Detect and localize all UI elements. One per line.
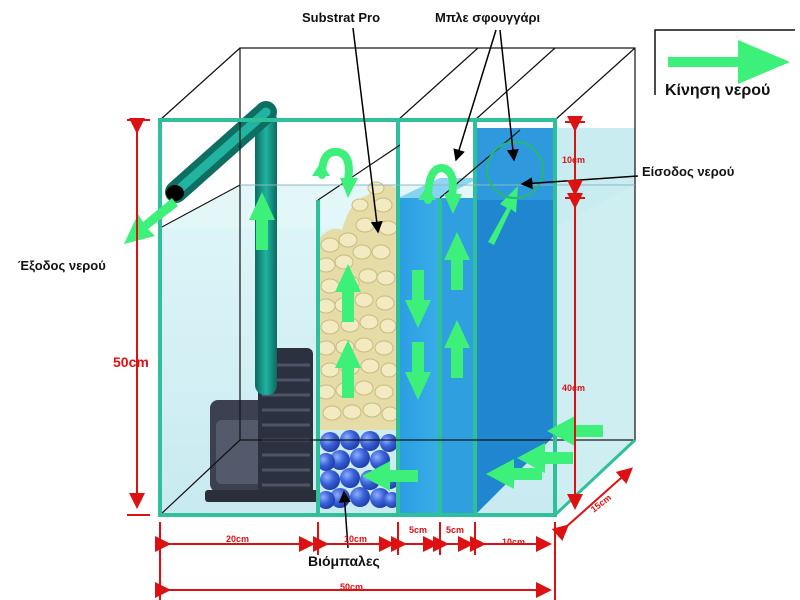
dim-height-top: 10cm [562, 155, 585, 165]
bioballs [317, 430, 400, 509]
legend-flow-arrow [668, 40, 790, 84]
dim-width-3: 5cm [409, 525, 427, 535]
outlet-pipe [165, 101, 277, 395]
overflow-arrow-heads [312, 162, 462, 214]
dimension-lines [127, 116, 633, 600]
label-bioballs: Βιόμπαλες [308, 553, 380, 569]
legend-flow-label: Κίνηση νερού [665, 82, 770, 99]
partition-tops [317, 47, 556, 201]
dim-width-1: 20cm [226, 534, 249, 544]
dim-width-5: 10cm [502, 537, 525, 547]
dim-height-total: 50cm [113, 354, 149, 370]
dim-height-main: 40cm [562, 383, 585, 393]
dim-width-4: 5cm [446, 525, 464, 535]
inlet-highlight [486, 141, 544, 199]
legend-box: Κίνηση νερού [654, 29, 795, 99]
partitions [316, 120, 477, 515]
label-sponge: Μπλε σφουγγάρι [435, 10, 541, 25]
dimension-labels: 50cm 10cm 40cm 20cm 10cm 5cm 5cm 10cm 50… [113, 155, 613, 592]
dim-width-total: 50cm [340, 582, 363, 592]
pump [205, 348, 320, 502]
substrate-fill [316, 181, 399, 430]
label-inlet: Είσοδος νερού [642, 164, 735, 179]
pipe-outlet-mouth [166, 185, 184, 201]
label-outlet: Έξοδος νερού [18, 258, 106, 273]
overflow-arrows [318, 147, 457, 204]
label-substrat: Substrat Pro [302, 10, 380, 25]
dim-width-2: 10cm [344, 534, 367, 544]
